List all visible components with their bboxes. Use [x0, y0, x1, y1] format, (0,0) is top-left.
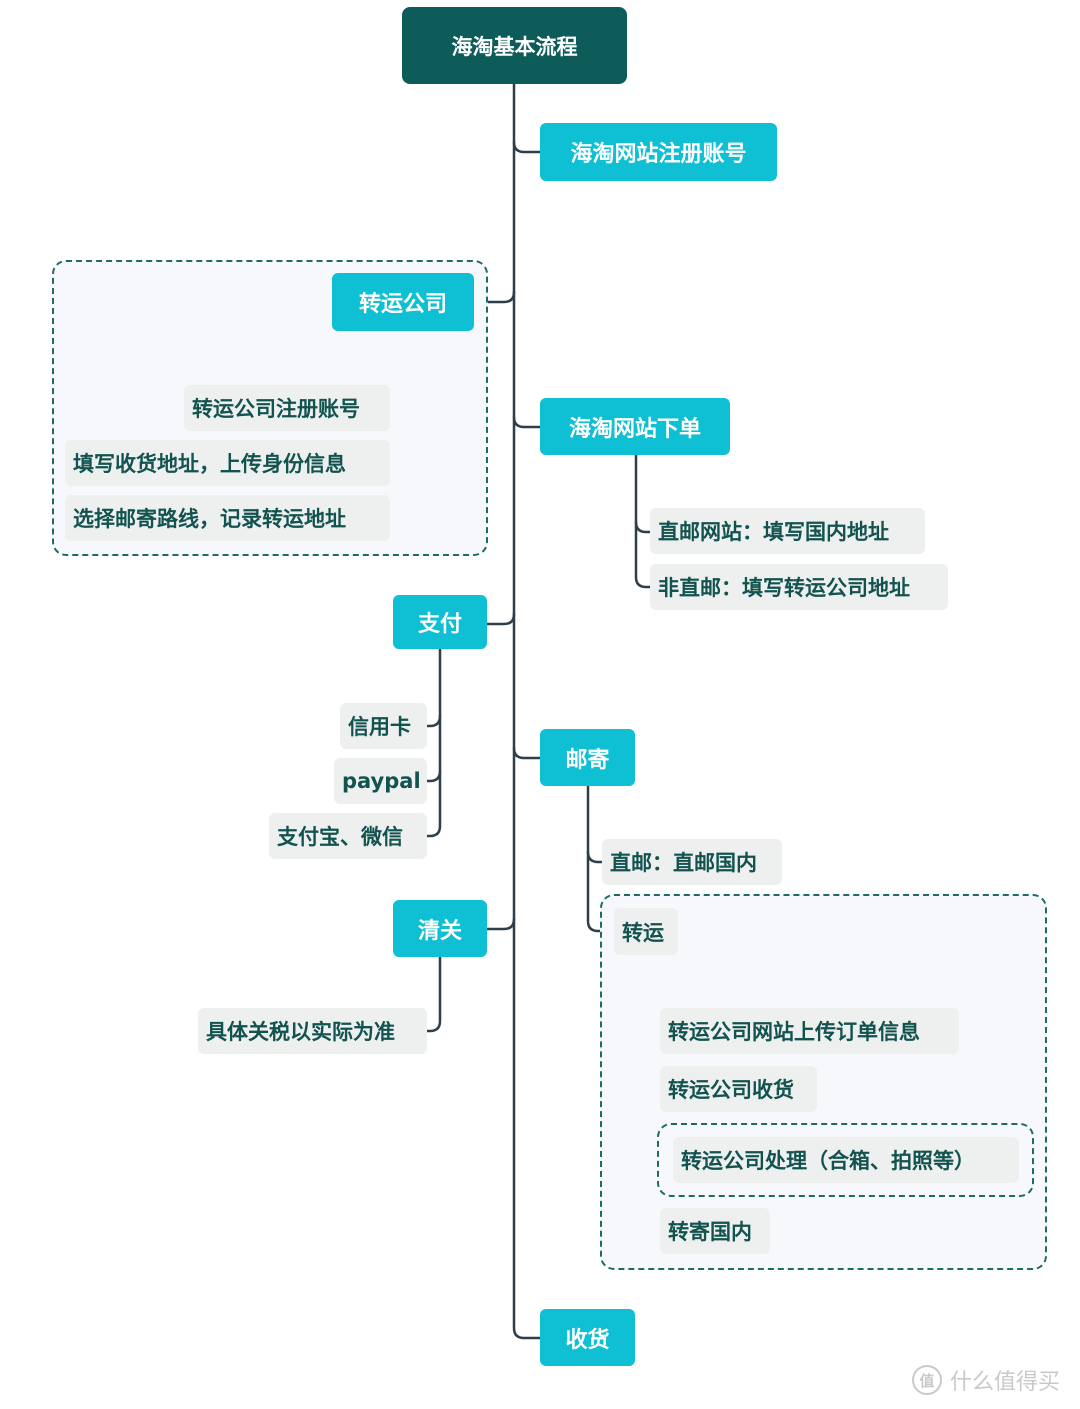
forwarder-item-route: 选择邮寄路线，记录转运地址 [65, 495, 390, 541]
order-item-indirect: 非直邮：填写转运公司地址 [650, 564, 948, 610]
order-item-direct: 直邮网站：填写国内地址 [650, 508, 925, 554]
step-receive: 收货 [540, 1309, 635, 1366]
shipping-item-direct: 直邮：直邮国内 [602, 839, 782, 885]
watermark-logo-icon: 值 [912, 1365, 942, 1395]
forwarder-item-address: 填写收货地址，上传身份信息 [65, 440, 390, 486]
forwarder-item-register: 转运公司注册账号 [184, 385, 390, 431]
step-payment: 支付 [393, 595, 487, 649]
processing-group-frame [657, 1123, 1034, 1197]
step-register: 海淘网站注册账号 [540, 123, 777, 181]
forward-item-receive: 转运公司收货 [660, 1066, 817, 1112]
customs-item-tax: 具体关税以实际为准 [198, 1008, 427, 1054]
forward-item-reship: 转寄国内 [660, 1208, 770, 1254]
payment-item-alipay-wechat: 支付宝、微信 [269, 813, 427, 859]
payment-item-paypal: paypal [334, 758, 427, 804]
watermark-text: 什么值得买 [950, 1370, 1061, 1395]
watermark: 值 什么值得买 [912, 1364, 1060, 1396]
forward-item-process: 转运公司处理（合箱、拍照等） [673, 1137, 1019, 1183]
step-customs: 清关 [393, 900, 487, 957]
step-forwarder: 转运公司 [332, 273, 474, 331]
payment-item-credit-card: 信用卡 [340, 703, 427, 749]
step-shipping: 邮寄 [540, 729, 635, 786]
shipping-item-forward: 转运 [614, 908, 678, 955]
step-order: 海淘网站下单 [540, 398, 730, 455]
forward-item-upload-order: 转运公司网站上传订单信息 [660, 1008, 959, 1054]
root-node-title: 海淘基本流程 [402, 7, 627, 84]
